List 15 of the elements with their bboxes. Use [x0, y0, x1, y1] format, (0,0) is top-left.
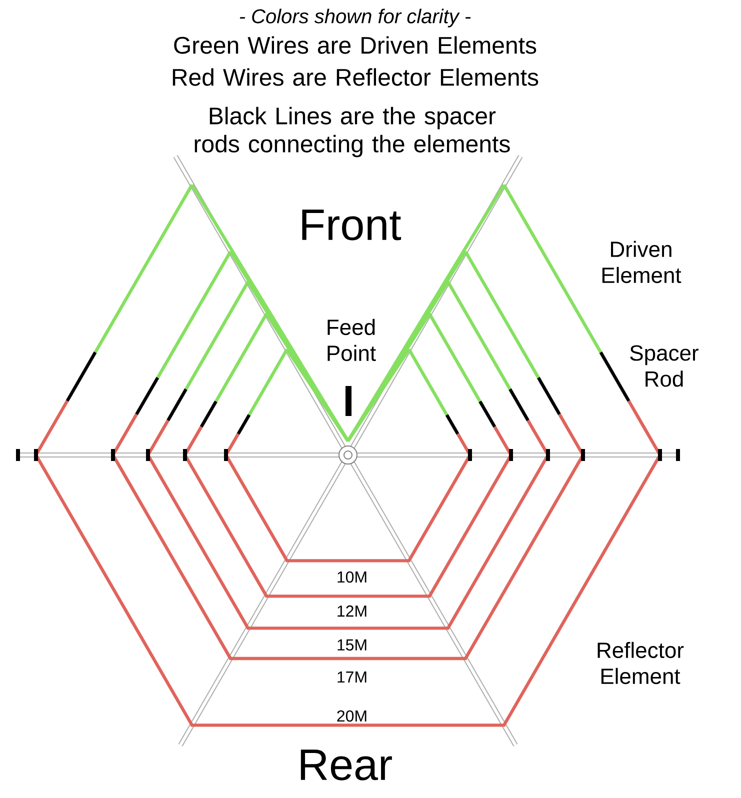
view-label: Rear — [300, 750, 392, 780]
part-label: Driven Element — [602, 240, 682, 284]
band-label: 17M — [338, 672, 366, 682]
band-label: 20M — [337, 710, 366, 722]
part-label: Reflector Element — [598, 642, 684, 684]
caption-text: Green Wires are Driven Elements — [174, 36, 536, 54]
title: - Colors shown for clarity - — [240, 8, 471, 28]
part-label: Feed Point — [328, 318, 376, 362]
caption-text: Red Wires are Reflector Elements — [172, 68, 538, 86]
band-label: 10M — [338, 571, 366, 583]
part-label: Spacer Rod — [630, 345, 698, 387]
view-label: Front — [302, 210, 402, 240]
band-label: 15M — [338, 639, 366, 651]
caption-text: Black Lines are the spacer rods connecting the elements — [194, 106, 510, 158]
band-label: 12M — [338, 605, 366, 617]
